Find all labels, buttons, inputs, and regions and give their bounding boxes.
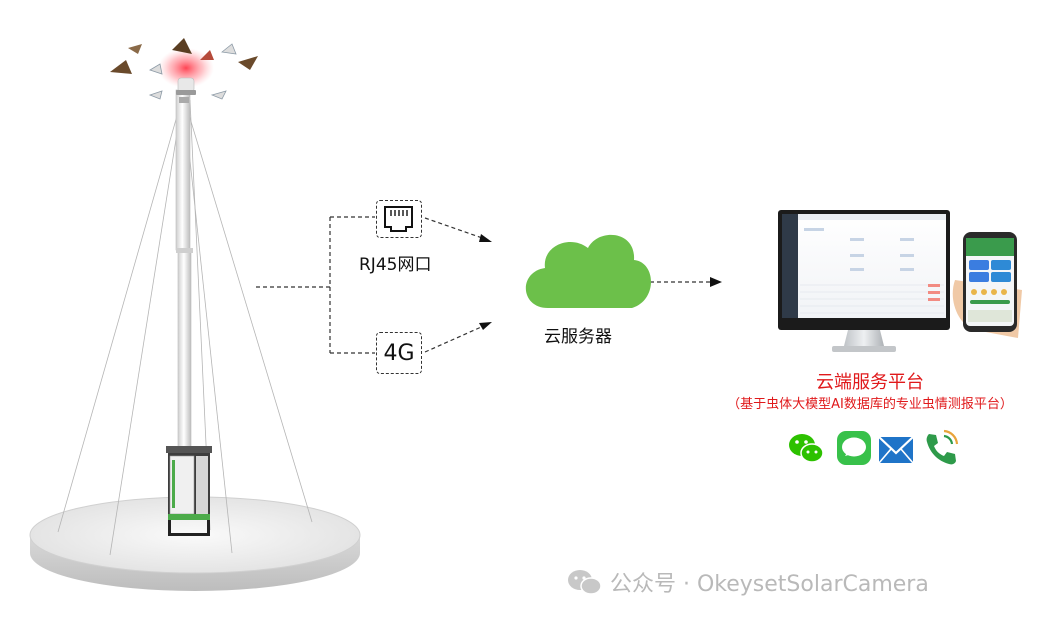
mail-icon — [878, 436, 914, 464]
wechat-watermark-icon — [568, 570, 602, 595]
insect-lure-lamp — [158, 48, 214, 95]
arrow-to-cloud-from-4g — [479, 322, 492, 330]
wechat-icon — [789, 434, 824, 463]
rj45-label: RJ45网口 — [359, 255, 432, 275]
insects-illustration — [110, 38, 258, 100]
mobile-phone — [952, 232, 1022, 338]
ethernet-port-glyph — [384, 206, 413, 232]
cellular-4g-badge: 4G — [376, 332, 422, 374]
sms-icon — [837, 431, 871, 465]
guy-wires — [57, 94, 313, 556]
phone-icon — [926, 429, 959, 465]
pole — [175, 89, 193, 451]
arrow-to-platform — [710, 277, 722, 287]
arrow-heads — [479, 234, 722, 330]
rj45-port-icon — [376, 200, 422, 238]
control-cabinet — [166, 446, 212, 536]
desktop-monitor — [778, 210, 950, 352]
platform-subtitle: （基于虫体大模型AI数据库的专业虫情测报平台） — [727, 397, 1013, 412]
watermark: 公众号 · OkeysetSolarCamera — [566, 566, 929, 598]
arrow-to-cloud-from-rj45 — [479, 234, 492, 242]
cellular-4g-label: 4G — [383, 340, 415, 366]
cloud-server-icon — [525, 234, 651, 308]
connector-lines — [256, 216, 712, 354]
cloud-server-label: 云服务器 — [544, 327, 612, 347]
watermark-text: 公众号 · OkeysetSolarCamera — [610, 572, 929, 597]
insect-monitoring-tower — [29, 38, 361, 591]
platform-title: 云端服务平台 — [816, 372, 924, 393]
